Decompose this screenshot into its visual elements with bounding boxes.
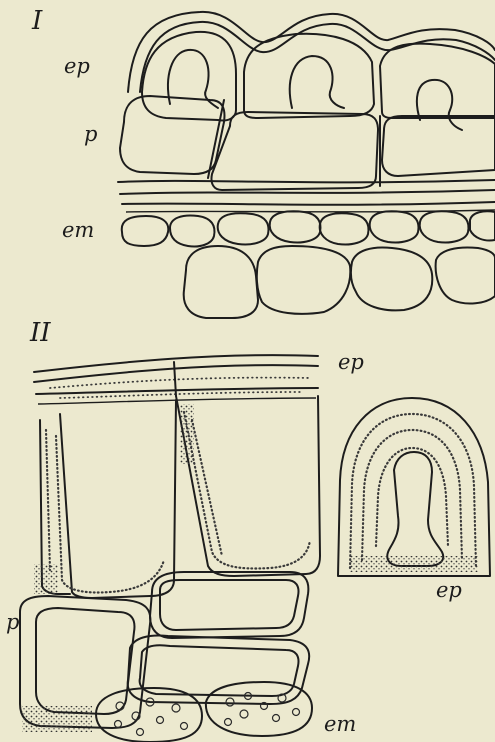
panel-2-inset-stipple (376, 448, 448, 546)
panel-1-parenchyma-cell (211, 112, 378, 190)
panel-2-drawing (20, 355, 490, 742)
panel-1-epidermis-lumen (417, 80, 462, 130)
panel-2-epidermis-label: ep (338, 352, 364, 373)
panel-2-parenchyma-cell (36, 608, 134, 714)
panel-2-cytoplasm-stipple (56, 436, 164, 593)
panel-1-parenchyma-cell (120, 96, 224, 174)
panel-2-inset-epidermis-cell (338, 398, 490, 576)
panel-1-drawing (118, 12, 495, 318)
panel-1-endodermis-cell (420, 211, 469, 242)
panel-2-palisade-cell (60, 400, 176, 598)
panel-2-parenchyma-cell (160, 580, 299, 630)
panel-1-epidermis-label: ep (64, 56, 90, 77)
panel-2-inset-stipple (350, 414, 476, 568)
panel-2-endodermis-label: em (324, 714, 356, 735)
panel-2-inset-label: ep (436, 580, 462, 601)
panel-2-epidermis-outer-wall (34, 355, 318, 372)
panel-1-inner-cell (257, 246, 350, 314)
panel-1-cell-wall (208, 100, 224, 178)
panel-1-compressed-layer (122, 202, 495, 205)
panel-1-endodermis-cell (470, 211, 495, 240)
panel-2-cytoplasm-stipple (192, 420, 222, 556)
panel-1-inner-cell (351, 248, 432, 311)
panel-2-numeral: II (30, 320, 51, 346)
panel-2-palisade-cell (176, 396, 320, 576)
panel-2-cytoplasm-stipple (184, 412, 310, 568)
panel-1-epidermis-cell (244, 34, 374, 118)
panel-1-endodermis-cell (370, 211, 419, 242)
panel-2-epidermis-wall (36, 388, 318, 394)
panel-1-endodermis-cell (218, 213, 269, 244)
panel-1-endodermis-cell (320, 213, 369, 244)
panel-2-dense-stipple (180, 404, 194, 464)
panel-1-endodermis-cell (122, 216, 169, 246)
panel-1-epidermis-lumen (290, 56, 344, 108)
panel-2-dense-stipple (350, 556, 478, 572)
panel-2-parenchyma-label: p (6, 612, 19, 633)
panel-2-cytoplasm-stipple (46, 430, 50, 570)
panel-1-parenchyma-cell (382, 116, 495, 176)
panel-1-compressed-layer (118, 180, 495, 182)
panel-1-endodermis-cell (270, 211, 321, 242)
panel-2-epidermis-stipple (50, 378, 310, 388)
panel-1-inner-cell (184, 246, 258, 318)
panel-1-endodermis-label: em (62, 220, 94, 241)
panel-2-endodermis-cell (96, 688, 202, 742)
panel-1-compressed-layer (120, 190, 495, 194)
panel-2-dense-stipple (34, 564, 58, 594)
panel-1-endodermis-cell (170, 216, 214, 247)
panel-2-inset-lumen (387, 452, 443, 566)
panel-1-numeral: I (32, 8, 42, 34)
panel-1-inner-cell (436, 248, 495, 304)
panel-1-parenchyma-label: p (84, 124, 97, 145)
panel-2-dense-stipple (22, 706, 92, 732)
